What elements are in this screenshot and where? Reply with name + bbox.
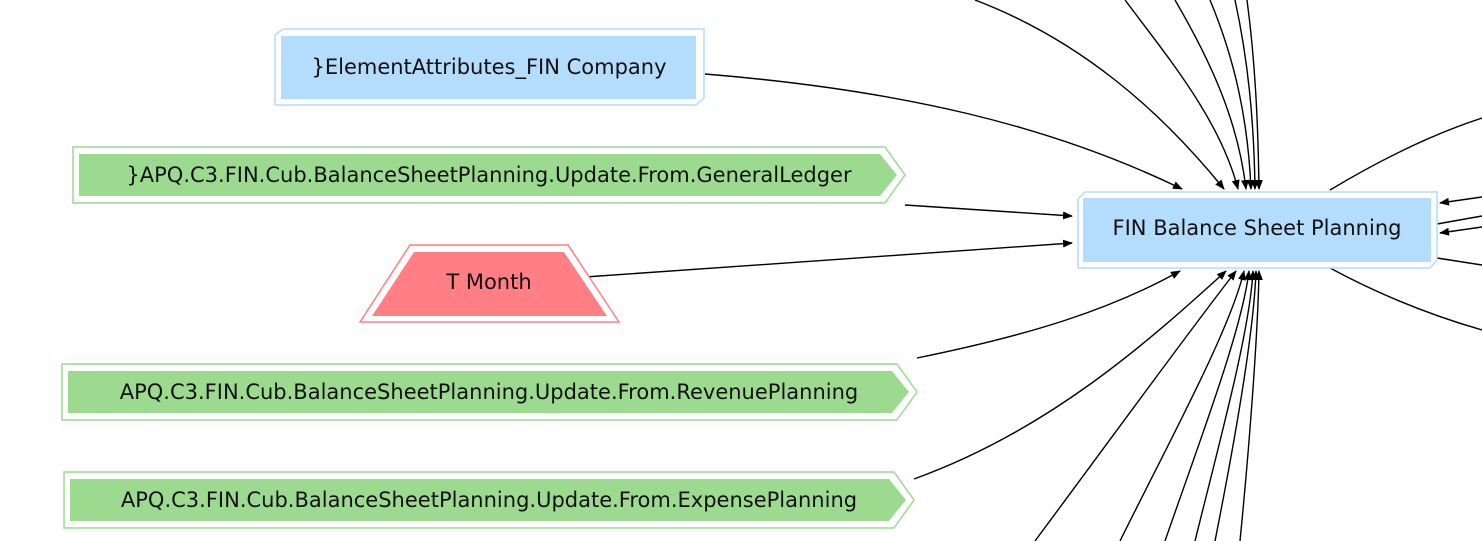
- node-process-expense-planning[interactable]: APQ.C3.FIN.Cub.BalanceSheetPlanning.Upda…: [63, 471, 915, 529]
- node-element-attributes[interactable]: }ElementAttributes_FIN Company: [274, 28, 705, 106]
- node-process-general-ledger[interactable]: }APQ.C3.FIN.Cub.BalanceSheetPlanning.Upd…: [72, 146, 906, 204]
- node-process-revenue-planning[interactable]: APQ.C3.FIN.Cub.BalanceSheetPlanning.Upda…: [61, 363, 918, 421]
- node-center-cube[interactable]: FIN Balance Sheet Planning: [1077, 191, 1438, 269]
- edge: [1329, 117, 1482, 191]
- node-label: T Month: [445, 270, 531, 294]
- edge: [913, 270, 1227, 480]
- edge: [1329, 267, 1482, 331]
- node-dimension-month[interactable]: T Month: [358, 244, 621, 323]
- node-label: APQ.C3.FIN.Cub.BalanceSheetPlanning.Upda…: [120, 380, 859, 404]
- edge: [1239, 270, 1263, 541]
- edge: [916, 270, 1181, 359]
- edge: [1234, 0, 1259, 190]
- edge: [1439, 226, 1482, 236]
- edges: [584, 0, 1482, 541]
- edge: [974, 0, 1225, 190]
- edge: [1174, 0, 1249, 190]
- edge: [1194, 270, 1257, 541]
- node-label: APQ.C3.FIN.Cub.BalanceSheetPlanning.Upda…: [121, 488, 857, 512]
- edge: [1124, 0, 1240, 190]
- node-label: }ElementAttributes_FIN Company: [311, 55, 666, 80]
- edge: [1209, 0, 1255, 190]
- edge: [1439, 196, 1482, 206]
- edge: [584, 239, 1073, 278]
- node-label: }APQ.C3.FIN.Cub.BalanceSheetPlanning.Upd…: [126, 163, 852, 187]
- edge: [1164, 270, 1252, 541]
- edge: [1436, 257, 1482, 266]
- edge: [1436, 215, 1482, 225]
- edge: [1034, 270, 1237, 541]
- edge: [1214, 270, 1260, 541]
- edge: [1246, 0, 1263, 190]
- edge: [1119, 270, 1246, 541]
- edge: [704, 73, 1183, 190]
- edge: [904, 204, 1073, 220]
- node-label: FIN Balance Sheet Planning: [1113, 216, 1402, 240]
